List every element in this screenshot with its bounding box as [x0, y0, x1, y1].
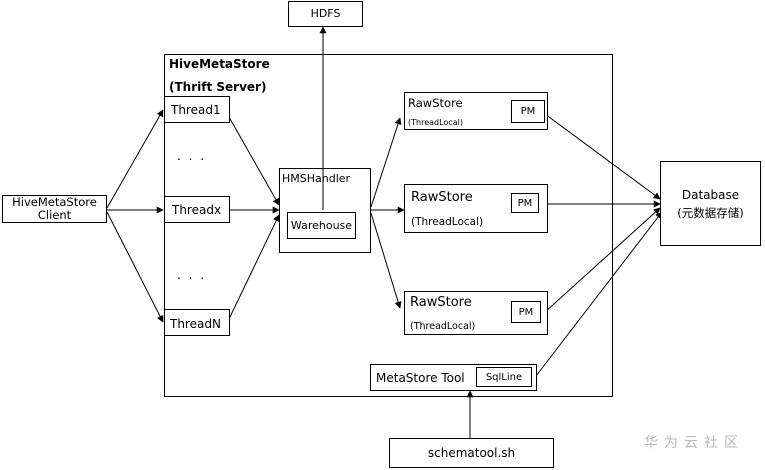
metastore-tool-label: MetaStore Tool [376, 371, 465, 385]
edge-handler-rawstore3 [370, 212, 402, 309]
rawstore-2-title: RawStore [411, 190, 473, 205]
edge-client-threadn [106, 211, 164, 323]
threadn-label: ThreadN [170, 317, 221, 331]
edge-threadn-handler [228, 214, 280, 320]
sqlline-node: SqlLine [476, 367, 532, 387]
rawstore-1-title: RawStore [408, 96, 463, 110]
warehouse-node: Warehouse [287, 212, 356, 239]
database-node: Database (元数据存储) [660, 161, 761, 246]
pm-3: PM [511, 301, 541, 323]
rawstore-3-title: RawStore [410, 295, 472, 310]
sqlline-label: SqlLine [485, 371, 523, 383]
metastore-title: HiveMetaStore [169, 57, 270, 71]
thread-ellipsis-top: . . . [177, 149, 207, 163]
schematool-node: schematool.sh [389, 438, 554, 468]
threadx-label: Threadx [172, 203, 222, 217]
database-label: Database [681, 187, 740, 202]
pm-2-label: PM [517, 197, 533, 209]
pm-1-label: PM [520, 106, 536, 117]
schematool-label: schematool.sh [427, 446, 516, 460]
hmshandler-label: HMSHandler [282, 172, 351, 185]
rawstore-1-sub: (ThreadLocal) [408, 118, 463, 127]
thread1-node: Thread1 [164, 96, 230, 123]
edge-client-thread1 [106, 109, 164, 209]
pm-3-label: PM [518, 306, 534, 318]
rawstore-3-sub: (ThreadLocal) [410, 321, 476, 332]
edge-pm1-database [544, 113, 661, 200]
edge-thread1-handler [228, 116, 280, 206]
threadn-node: ThreadN [164, 309, 230, 336]
threadx-node: Threadx [164, 196, 230, 223]
pm-1: PM [511, 100, 545, 123]
database-sublabel: (元数据存储) [677, 205, 744, 220]
client-label-line2: Client [37, 208, 72, 222]
edge-handler-rawstore1 [370, 117, 402, 208]
rawstore-2-sub: (ThreadLocal) [411, 216, 484, 228]
hdfs-node: HDFS [288, 1, 363, 27]
hmshandler-node: HMSHandler [279, 168, 371, 253]
watermark-logo: 华为云社区 [644, 435, 744, 451]
thread-ellipsis-bottom: . . . [177, 268, 207, 282]
warehouse-label: Warehouse [290, 219, 353, 232]
metastore-subtitle: (Thrift Server) [169, 80, 267, 94]
edge-sqlline-database [535, 211, 663, 377]
edge-pm3-database [544, 207, 661, 313]
client-label-line1: HiveMetaStore [12, 195, 97, 209]
hdfs-label: HDFS [310, 7, 341, 20]
metastore-container [164, 54, 613, 397]
client-node: HiveMetaStore Client [2, 195, 107, 223]
thread1-label: Thread1 [171, 103, 221, 117]
pm-2: PM [511, 193, 539, 213]
